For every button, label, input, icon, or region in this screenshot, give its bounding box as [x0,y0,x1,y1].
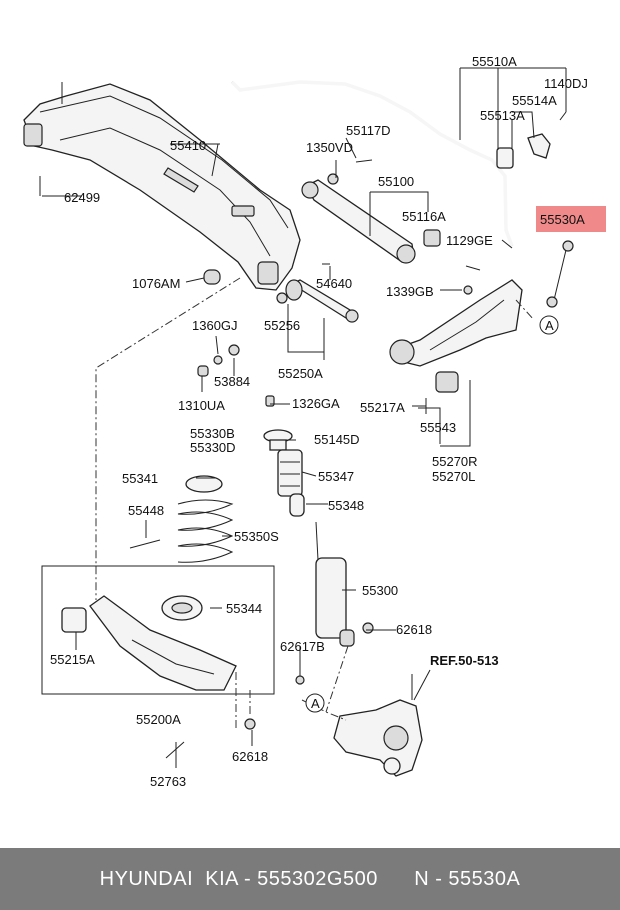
label-55350s: 55350S [234,529,279,544]
label-1326ga: 1326GA [292,396,340,411]
part-labels: 55510A 1140DJ 55514A 55513A 55410 55117D… [50,54,588,789]
stabilizer-link [546,240,574,308]
label-55448: 55448 [128,503,164,518]
shock-absorber [263,395,374,685]
label-1129ge: 1129GE [446,233,493,248]
trailing-arm [389,279,523,414]
label-ref: REF.50-513 [430,653,499,668]
fasteners-lower [165,718,256,759]
label-55330d: 55330D [190,440,236,455]
label-55100: 55100 [378,174,414,189]
label-55514a: 55514A [512,93,557,108]
footer-brand-code: HYUNDAI KIA - 555302G500 [99,867,378,890]
label-55300: 55300 [362,583,398,598]
callout-a2-letter: A [311,696,320,711]
stabilizer-bar [230,80,567,247]
toe-link [276,263,359,323]
callout-circle-a1 [539,315,559,335]
label-1360gj: 1360GJ [192,318,238,333]
knuckle [333,674,423,777]
leader-lines [42,67,567,768]
callout-a1-letter: A [545,318,554,333]
label-55145d: 55145D [314,432,360,447]
label-55270r: 55270R [432,454,478,469]
label-62617b: 62617B [280,639,325,654]
label-62499: 62499 [64,190,100,205]
label-62618-b: 62618 [232,749,268,764]
label-1350vd: 1350VD [306,140,353,155]
label-55270l: 55270L [432,469,475,484]
parts-diagram: 55510A 1140DJ 55514A 55513A 55410 55117D… [23,54,606,789]
footer-bar: HYUNDAI KIA - 555302G500 N - 55530A [0,848,620,910]
label-55117d: 55117D [346,123,391,138]
label-55215a: 55215A [50,652,95,667]
label-62618-a: 62618 [396,622,432,637]
label-55344: 55344 [226,601,262,616]
label-55116a: 55116A [402,209,446,224]
label-55330b: 55330B [190,426,235,441]
fasteners-upper [39,176,481,377]
label-54640: 54640 [316,276,352,291]
callout-circle-a2 [305,693,325,713]
footer-part-number: N - 55530A [414,867,521,890]
label-55217a: 55217A [360,400,405,415]
lower-arm-box [41,565,275,695]
label-55348: 55348 [328,498,364,513]
label-55410: 55410 [170,138,206,153]
label-1339gb: 1339GB [386,284,434,299]
label-55347: 55347 [318,469,354,484]
label-1140dj: 1140DJ [544,76,588,91]
coil-spring [129,475,234,563]
label-55530a: 55530A [540,212,585,227]
label-1310ua: 1310UA [178,398,225,413]
label-55510a: 55510A [472,54,517,69]
dashed-guides [95,277,535,730]
label-55250a: 55250A [278,366,323,381]
label-52763: 52763 [150,774,186,789]
label-55513a: 55513A [480,108,525,123]
label-55543: 55543 [420,420,456,435]
label-55200a: 55200A [136,712,181,727]
crossmember [23,82,301,291]
label-1076am: 1076AM [132,276,180,291]
highlight-box [536,206,606,232]
label-55256: 55256 [264,318,300,333]
label-53884: 53884 [214,374,250,389]
upper-arm [301,159,441,264]
label-55341: 55341 [122,471,158,486]
